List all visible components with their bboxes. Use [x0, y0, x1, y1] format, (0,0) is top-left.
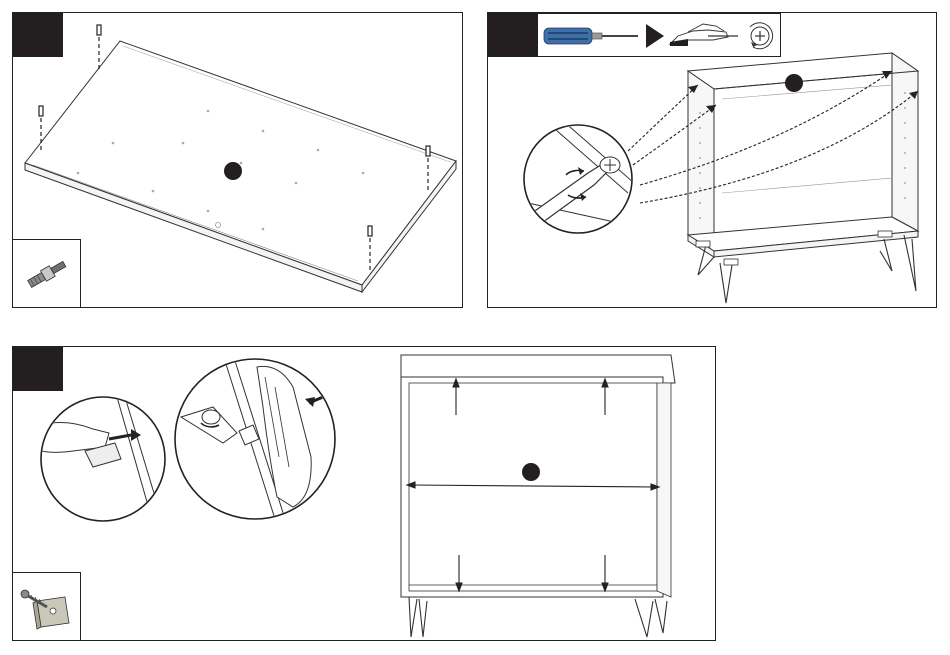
step-panel-bottom [12, 346, 716, 641]
component-marker-dot [785, 74, 803, 92]
cam-bolt-dowel-icon [13, 240, 81, 308]
component-marker-dot [224, 162, 242, 180]
shelf-install-diagram [13, 347, 717, 642]
shelf-support-clip-icon [13, 573, 81, 641]
screw-fasten-detail-circle [175, 359, 335, 519]
cam-lock-detail-circle [518, 113, 634, 233]
component-marker-dot [522, 463, 540, 481]
cabinet-front-view [401, 355, 675, 637]
part-callout-box [13, 572, 81, 640]
part-callout-box [13, 239, 81, 307]
step-panel-top-right [487, 12, 937, 308]
step-panel-top-left [12, 12, 463, 308]
clip-push-detail-circle [33, 397, 165, 523]
cabinet-frame-diagram [488, 13, 938, 309]
